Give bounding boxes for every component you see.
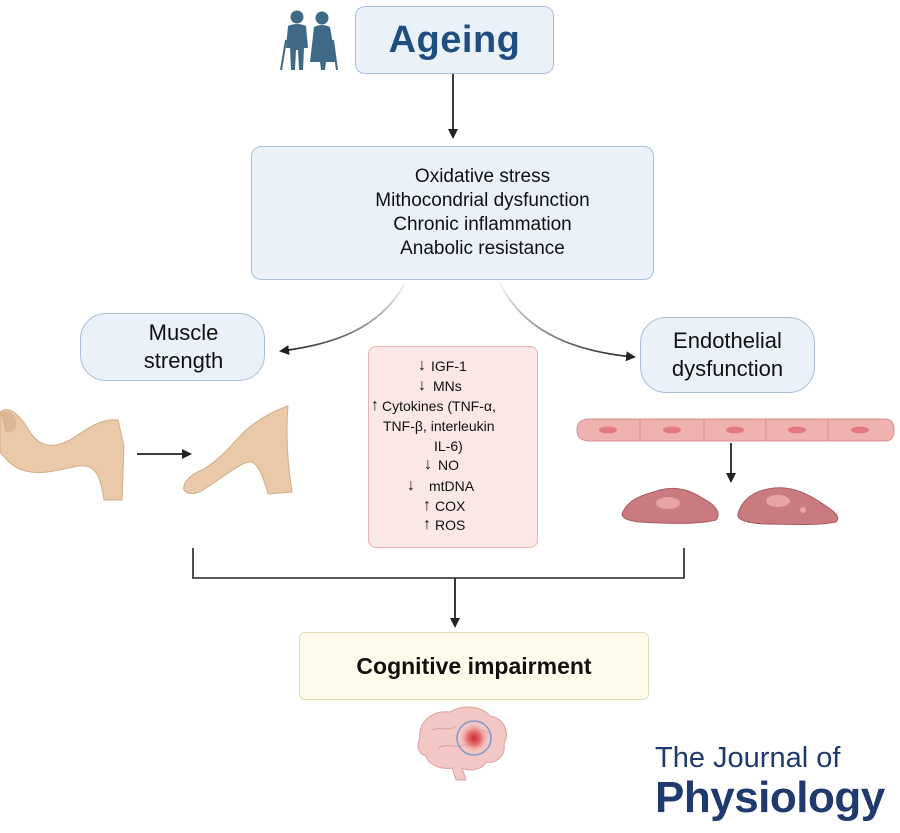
endothelial-label-line1: Endothelial (673, 328, 782, 353)
strong-arm-icon (0, 409, 125, 501)
endothelial-label-line2: dysfunction (671, 356, 784, 381)
marker-cytokines-1: Cytokines (TNF-α, (382, 398, 496, 414)
weak-arm-icon (183, 405, 293, 495)
muscle-label-line2: strength (143, 348, 224, 373)
stressor-item: Chronic inflammation (393, 214, 572, 235)
cognitive-impairment-box: Cognitive impairment (299, 632, 649, 700)
stressor-item: Mithocondrial dysfunction (375, 190, 590, 211)
brain-icon (417, 706, 507, 781)
markers-box: ↓ IGF-1 ↓ MNs ↑ Cytokines (TNF-α, TNF-β,… (368, 346, 538, 548)
stressors-box: Oxidative stress Mithocondrial dysfuncti… (251, 146, 654, 280)
down-arrow-icon: ↓ (418, 357, 426, 374)
elderly-couple-icon (280, 10, 338, 71)
marker-mtdna: mtDNA (429, 478, 475, 494)
marker-igf1: IGF-1 (431, 358, 467, 374)
journal-logo-line1: The Journal of (655, 742, 841, 774)
journal-logo-line2: Physiology (655, 773, 885, 822)
down-arrow-icon: ↓ (424, 456, 432, 473)
marker-mns: MNs (433, 378, 462, 394)
arrow-stress-to-muscle (279, 282, 406, 355)
up-arrow-icon: ↑ (423, 497, 431, 514)
stressor-item: Anabolic resistance (400, 238, 565, 259)
up-arrow-icon: ↑ (371, 397, 379, 414)
down-arrow-icon: ↓ (407, 477, 415, 494)
marker-no: NO (438, 457, 459, 473)
marker-cytokines-3: IL-6) (434, 438, 463, 454)
healthy-endothelial-cells-icon (576, 418, 895, 442)
down-arrow-icon: ↓ (418, 377, 426, 394)
ageing-box: Ageing (355, 6, 554, 74)
muscle-strength-box: Muscle strength (80, 313, 265, 381)
marker-cox: COX (435, 498, 466, 514)
damaged-endothelial-cells-icon (621, 487, 839, 525)
up-arrow-icon: ↑ (423, 516, 431, 533)
muscle-label-line1: Muscle (148, 320, 219, 345)
muscle-strength-label: Muscle strength (144, 319, 224, 375)
endothelial-label: Endothelial dysfunction (672, 327, 783, 383)
convergence-bracket (192, 548, 685, 579)
cognitive-impairment-label: Cognitive impairment (356, 652, 592, 679)
marker-ros: ROS (435, 517, 466, 533)
arrow-stress-to-endothelial (499, 282, 636, 362)
stressor-item: Oxidative stress (414, 166, 551, 187)
endothelial-dysfunction-box: Endothelial dysfunction (640, 317, 815, 393)
ageing-label: Ageing (388, 18, 521, 61)
stressors-list: Oxidative stress Mithocondrial dysfuncti… (312, 165, 653, 261)
marker-cytokines-2: TNF-β, interleukin (383, 418, 495, 434)
